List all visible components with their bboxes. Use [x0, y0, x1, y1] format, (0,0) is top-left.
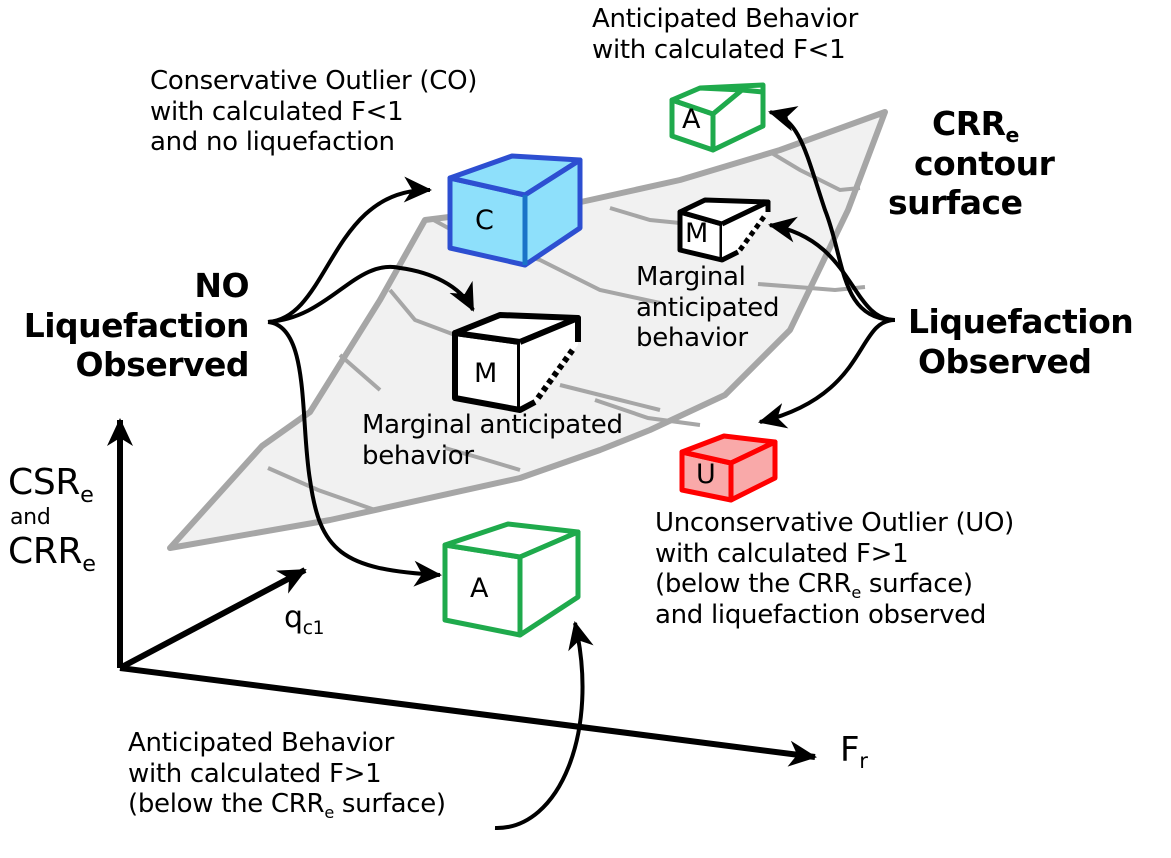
axis-label-line: and [10, 504, 51, 530]
group-label-liquefaction: Liquefaction Observed [908, 302, 1134, 381]
caption-line: with calculated F>1 [128, 758, 382, 789]
axis-label-line: CSRe [8, 462, 94, 508]
fr-axis-label: Fr [840, 730, 868, 774]
caption-anticipated-top: Anticipated Behavior with calculated F<1 [592, 4, 858, 65]
cube-marginal-right-letter: M [685, 218, 708, 249]
fr-axis [119, 665, 817, 767]
caption-anticipated-bottom: Anticipated Behavior with calculated F>1… [128, 728, 446, 822]
group-label-line: Observed [918, 341, 1092, 381]
caption-line: Anticipated Behavior [592, 4, 859, 34]
caption-line: Marginal anticipated [362, 410, 623, 440]
group-label-line: Liquefaction [908, 302, 1134, 341]
group-label-line: Observed [75, 345, 250, 385]
caption-unconservative: Unconservative Outlier (UO) with calcula… [655, 508, 1014, 631]
caption-conservative: Conservative Outlier (CO) with calculate… [150, 66, 477, 158]
group-label-line: Liquefaction [23, 305, 250, 345]
axis-label-line: CRRe [8, 530, 96, 577]
caption-line: and liquefaction observed [655, 600, 987, 631]
caption-line: Anticipated Behavior [128, 728, 395, 758]
cube-anticipated-bottom [442, 521, 581, 638]
cube-unconservative [679, 433, 778, 503]
cube-conservative [447, 153, 583, 268]
axes [107, 418, 817, 767]
caption-line: with calculated F>1 [655, 538, 909, 569]
connector-arrows [267, 106, 896, 831]
caption-line: with calculated F<1 [592, 34, 846, 65]
qc1-axis-label: qc1 [284, 600, 325, 639]
caption-line: and no liquefaction [150, 127, 395, 158]
caption-line: Marginal [636, 262, 746, 292]
arrow-caption-to-anticipated-bottom [494, 621, 594, 831]
cube-conservative-letter: C [475, 205, 494, 236]
caption-marginal-right: Marginal anticipated behavior [636, 262, 779, 354]
cube-marginal-right [677, 197, 771, 263]
cube-marginal-left [452, 312, 581, 413]
arrow-liq-to-marginal-right [768, 216, 896, 322]
vertical-axis-label: CSRe and CRRe [8, 462, 96, 577]
caption-line: behavior [362, 440, 474, 471]
caption-line: behavior [636, 323, 748, 354]
qc1-axis [118, 567, 307, 671]
surface-label: CRRe contour surface [888, 104, 1055, 223]
caption-line: with calculated F<1 [150, 96, 404, 127]
arrow-no-liq-to-anticipated-bottom [267, 320, 442, 587]
caption-line: Unconservative Outlier (UO) [655, 508, 1015, 538]
cube-marginal-left-letter: M [474, 358, 497, 389]
arrow-no-liq-to-marginal-left [267, 264, 475, 324]
group-label-no-liquefaction: NO Liquefaction Observed [0, 266, 250, 385]
caption-line: Conservative Outlier (CO) [150, 66, 478, 96]
surface-label-line: surface [888, 183, 1023, 223]
caption-line: anticipated [636, 292, 780, 323]
caption-line: (below the CRRe surface) [655, 569, 973, 602]
arrow-no-liq-to-conservative [267, 176, 432, 324]
caption-marginal-left: Marginal anticipated behavior [362, 410, 623, 471]
cube-anticipated-bottom-letter: A [470, 573, 489, 604]
arrow-liq-to-unconservative [758, 318, 896, 429]
cube-unconservative-letter: U [696, 459, 716, 490]
caption-line: (below the CRRe surface) [128, 789, 446, 822]
cube-anticipated-top [669, 82, 766, 153]
surface-label-line: CRRe [932, 104, 1019, 148]
cube-anticipated-top-letter: A [682, 104, 701, 135]
group-label-line: NO [194, 266, 249, 305]
arrow-liq-to-anticipated-top [768, 106, 896, 322]
surface-label-line: contour [914, 143, 1055, 183]
